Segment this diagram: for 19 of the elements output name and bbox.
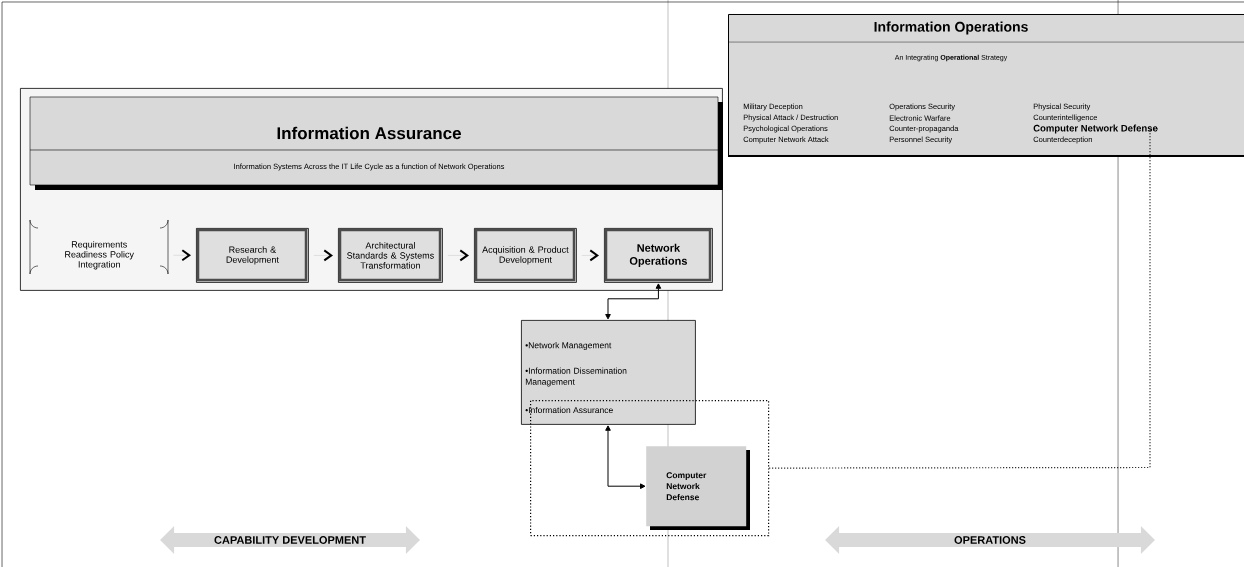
arrow (581, 249, 599, 262)
bracket-box: Requirements Readiness Policy Integration (29, 219, 169, 275)
list-item: Computer Network Defense (1033, 124, 1158, 134)
process-box: Research & Development (196, 228, 309, 283)
arrow (605, 283, 662, 320)
connector-line (768, 128, 1160, 469)
arrow (447, 249, 469, 262)
list-item: •Information Assurance (525, 406, 613, 414)
list-item: •Information Dissemination Management (525, 367, 627, 387)
process-box: Acquisition & Product Development (474, 228, 577, 283)
arrow (173, 249, 191, 262)
arrow (313, 249, 333, 262)
panel-title: Information Assurance (277, 126, 461, 140)
process-box: Architectural Standards & Systems Transformation (338, 228, 443, 283)
arrow (605, 425, 646, 489)
process-box: Network Operations (604, 228, 713, 283)
panel-title: Information Operations (874, 21, 1028, 35)
list-item: •Network Management (525, 342, 612, 350)
process-box: Computer Network Defense (646, 446, 750, 530)
